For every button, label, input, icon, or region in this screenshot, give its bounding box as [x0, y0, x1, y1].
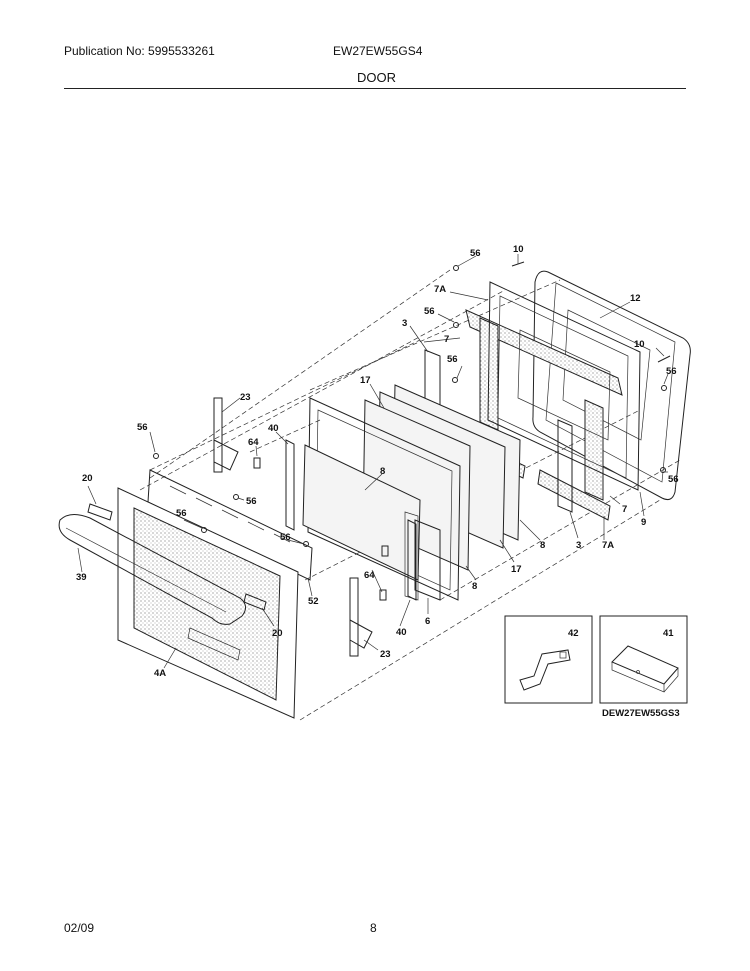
callout-20: 20: [82, 473, 93, 484]
callout-12: 12: [630, 293, 641, 304]
callout-56: 56: [246, 496, 257, 507]
callout-41: 41: [663, 628, 674, 639]
callout-64: 64: [364, 570, 375, 581]
callout-7: 7: [622, 504, 627, 515]
model-number: EW27EW55GS4: [333, 44, 423, 58]
callout-labels: 56 10 7A 12 56 3 7 10 56 56 17 23 56 40 …: [76, 244, 679, 679]
callout-10: 10: [513, 244, 524, 255]
callout-23: 23: [240, 392, 251, 403]
callout-leaders: [77, 254, 669, 669]
callout-9: 9: [641, 517, 646, 528]
callout-56: 56: [470, 248, 481, 259]
callout-7A: 7A: [602, 540, 614, 551]
rear-door-liner-12: [532, 270, 691, 500]
outer-door-panel-4A: [117, 487, 299, 719]
inner-door-frame-7: [487, 281, 641, 491]
callout-40: 40: [396, 627, 407, 638]
door-handle-39: [58, 514, 246, 625]
callout-39: 39: [76, 572, 87, 583]
callout-40: 40: [268, 423, 279, 434]
callout-3: 3: [402, 318, 407, 329]
callout-7A: 7A: [434, 284, 446, 295]
callout-56: 56: [280, 532, 291, 543]
inner-door-panel-6: [404, 511, 441, 601]
callout-56: 56: [668, 474, 679, 485]
callout-56: 56: [424, 306, 435, 317]
callout-8: 8: [540, 540, 545, 551]
callout-3: 3: [576, 540, 581, 551]
assembly-guide-lines: [139, 269, 681, 721]
door-hinge-23: [213, 397, 373, 657]
door-vent-trim-52: [147, 469, 313, 581]
callout-56: 56: [137, 422, 148, 433]
section-title: DOOR: [357, 70, 396, 85]
callout-8: 8: [472, 581, 477, 592]
door-channel-40: [285, 439, 417, 601]
callout-6: 6: [425, 616, 430, 627]
callout-7: 7: [444, 334, 449, 345]
callout-56: 56: [447, 354, 458, 365]
callout-4A: 4A: [154, 668, 166, 679]
callout-56: 56: [666, 366, 677, 377]
callout-56: 56: [176, 508, 187, 519]
header-rule: [64, 88, 686, 89]
screws-56: [153, 261, 671, 601]
page-number: 8: [370, 921, 377, 935]
handle-end-cap-20: [87, 503, 267, 611]
inset-part-42: 42: [504, 615, 593, 704]
callout-17: 17: [511, 564, 522, 575]
callout-8: 8: [380, 466, 385, 477]
diagram-reference-code: DEW27EW55GS3: [602, 708, 680, 719]
callout-64: 64: [248, 437, 259, 448]
callout-17: 17: [360, 375, 371, 386]
callout-42: 42: [568, 628, 579, 639]
publication-number: Publication No: 5995533261: [64, 44, 215, 58]
publication-date: 02/09: [64, 921, 95, 935]
callout-52: 52: [308, 596, 319, 607]
callout-20: 20: [272, 628, 283, 639]
callout-10: 10: [634, 339, 645, 350]
callout-23: 23: [380, 649, 391, 660]
inset-part-41: 41: [599, 615, 688, 704]
door-glass-panels-8: [302, 384, 521, 601]
